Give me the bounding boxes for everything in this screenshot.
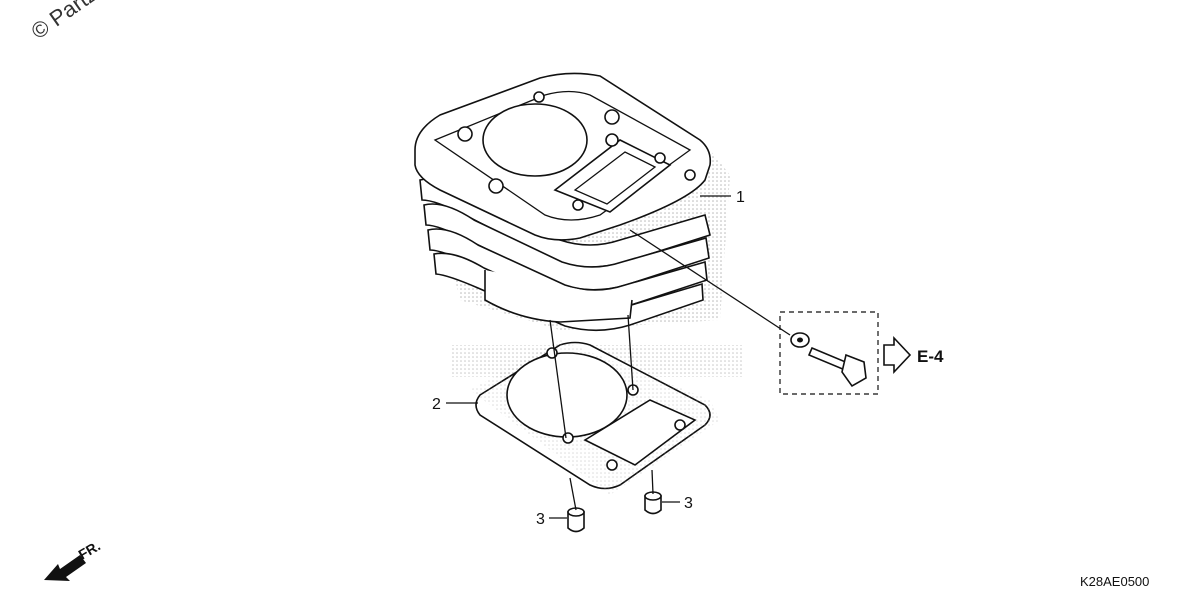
alignment-line: [627, 314, 634, 391]
callout-1[interactable]: 1: [736, 189, 745, 206]
diagram-code: K28AE0500: [1080, 574, 1149, 589]
cylinder-gasket[interactable]: [470, 340, 720, 495]
bolt: [807, 346, 850, 372]
dowel-pin-right[interactable]: [644, 491, 662, 515]
callout-3-left[interactable]: 3: [536, 511, 545, 528]
cylinder[interactable]: [414, 72, 730, 332]
alignment-line: [651, 469, 654, 495]
callout-2[interactable]: 2: [432, 396, 441, 413]
bolt-detail-box[interactable]: [779, 311, 879, 395]
alignment-line: [549, 319, 567, 439]
watermark-text: © Partz: [27, 0, 102, 44]
dowel-pin-left[interactable]: [567, 507, 585, 533]
callout-3-right[interactable]: 3: [684, 495, 693, 512]
front-direction-arrow: [44, 555, 86, 581]
alignment-line: [629, 229, 791, 336]
alignment-line: [569, 477, 577, 511]
reference-label: E-4: [917, 347, 944, 366]
reference-arrow[interactable]: [883, 335, 912, 375]
